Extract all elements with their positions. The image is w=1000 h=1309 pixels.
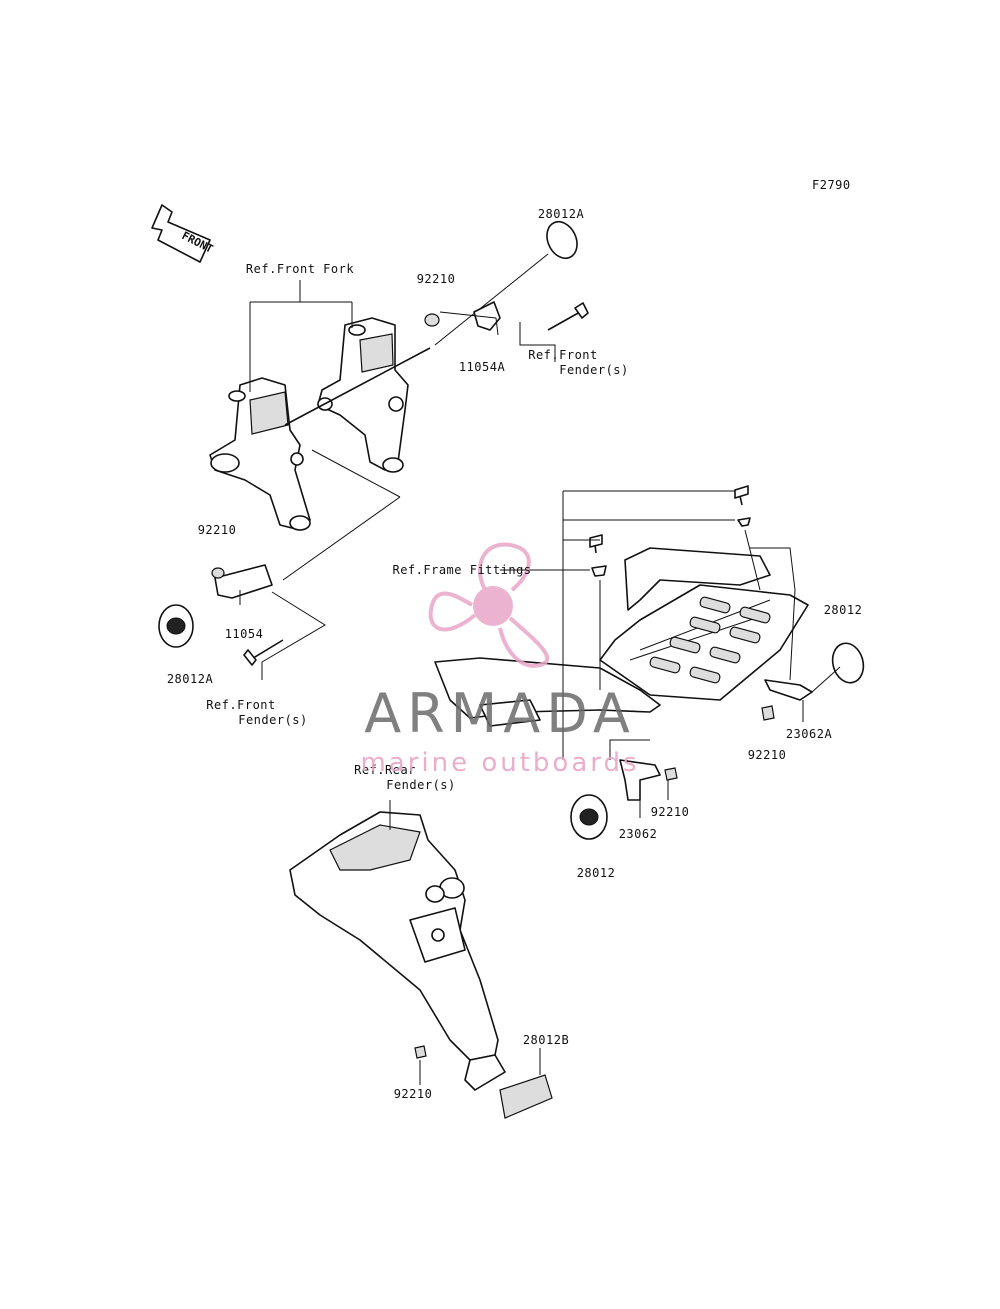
label-ref-rear-fenders-line2[interactable]: Fender(s): [386, 778, 456, 792]
label-ref-front-fork[interactable]: Ref.Front Fork: [245, 262, 355, 276]
label-ref-front-fender-left-line1[interactable]: Ref.Front: [206, 698, 276, 712]
carrier-bolts: [500, 485, 796, 760]
label-92210-top[interactable]: 92210: [416, 272, 456, 286]
label-23062[interactable]: 23062: [618, 827, 658, 841]
label-92210-left[interactable]: 92210: [197, 523, 237, 537]
top-reflector-group: [424, 220, 589, 362]
mid-reflector-group: [570, 739, 678, 840]
label-28012A-top[interactable]: 28012A: [537, 207, 585, 221]
label-28012A-left[interactable]: 28012A: [166, 672, 214, 686]
label-23062A[interactable]: 23062A: [785, 727, 833, 741]
label-ref-rear-fenders-line1[interactable]: Ref.Rear: [354, 763, 416, 777]
watermark-logo-icon: [428, 542, 550, 668]
label-28012B[interactable]: 28012B: [522, 1033, 570, 1047]
label-28012-mid[interactable]: 28012: [576, 866, 616, 880]
label-11054[interactable]: 11054: [224, 627, 264, 641]
label-92210-bottom[interactable]: 92210: [393, 1087, 433, 1101]
label-ref-front-fenders-top-line1[interactable]: Ref.Front: [528, 348, 598, 362]
rear-fender: [289, 800, 553, 1119]
label-92210-right[interactable]: 92210: [747, 748, 787, 762]
label-ref-frame-fittings[interactable]: Ref.Frame Fittings: [392, 563, 532, 577]
watermark-subtitle: marine outboards: [360, 748, 640, 778]
front-arrow-icon: FRONT: [151, 204, 215, 263]
label-ref-front-fenders-top-line2[interactable]: Fender(s): [559, 363, 629, 377]
diagram-code: F2790: [812, 178, 851, 192]
label-11054A[interactable]: 11054A: [458, 360, 506, 374]
left-reflector-group: [158, 449, 401, 680]
fork-ref-leader: [249, 280, 353, 392]
rear-carrier: [434, 547, 809, 727]
right-reflector-group: [761, 642, 865, 722]
watermark-title: ARMADA: [364, 682, 636, 745]
front-fork-assembly: [209, 317, 431, 531]
label-ref-front-fender-left-line2[interactable]: Fender(s): [238, 713, 308, 727]
label-92210-mid[interactable]: 92210: [650, 805, 690, 819]
label-28012-right[interactable]: 28012: [823, 603, 863, 617]
